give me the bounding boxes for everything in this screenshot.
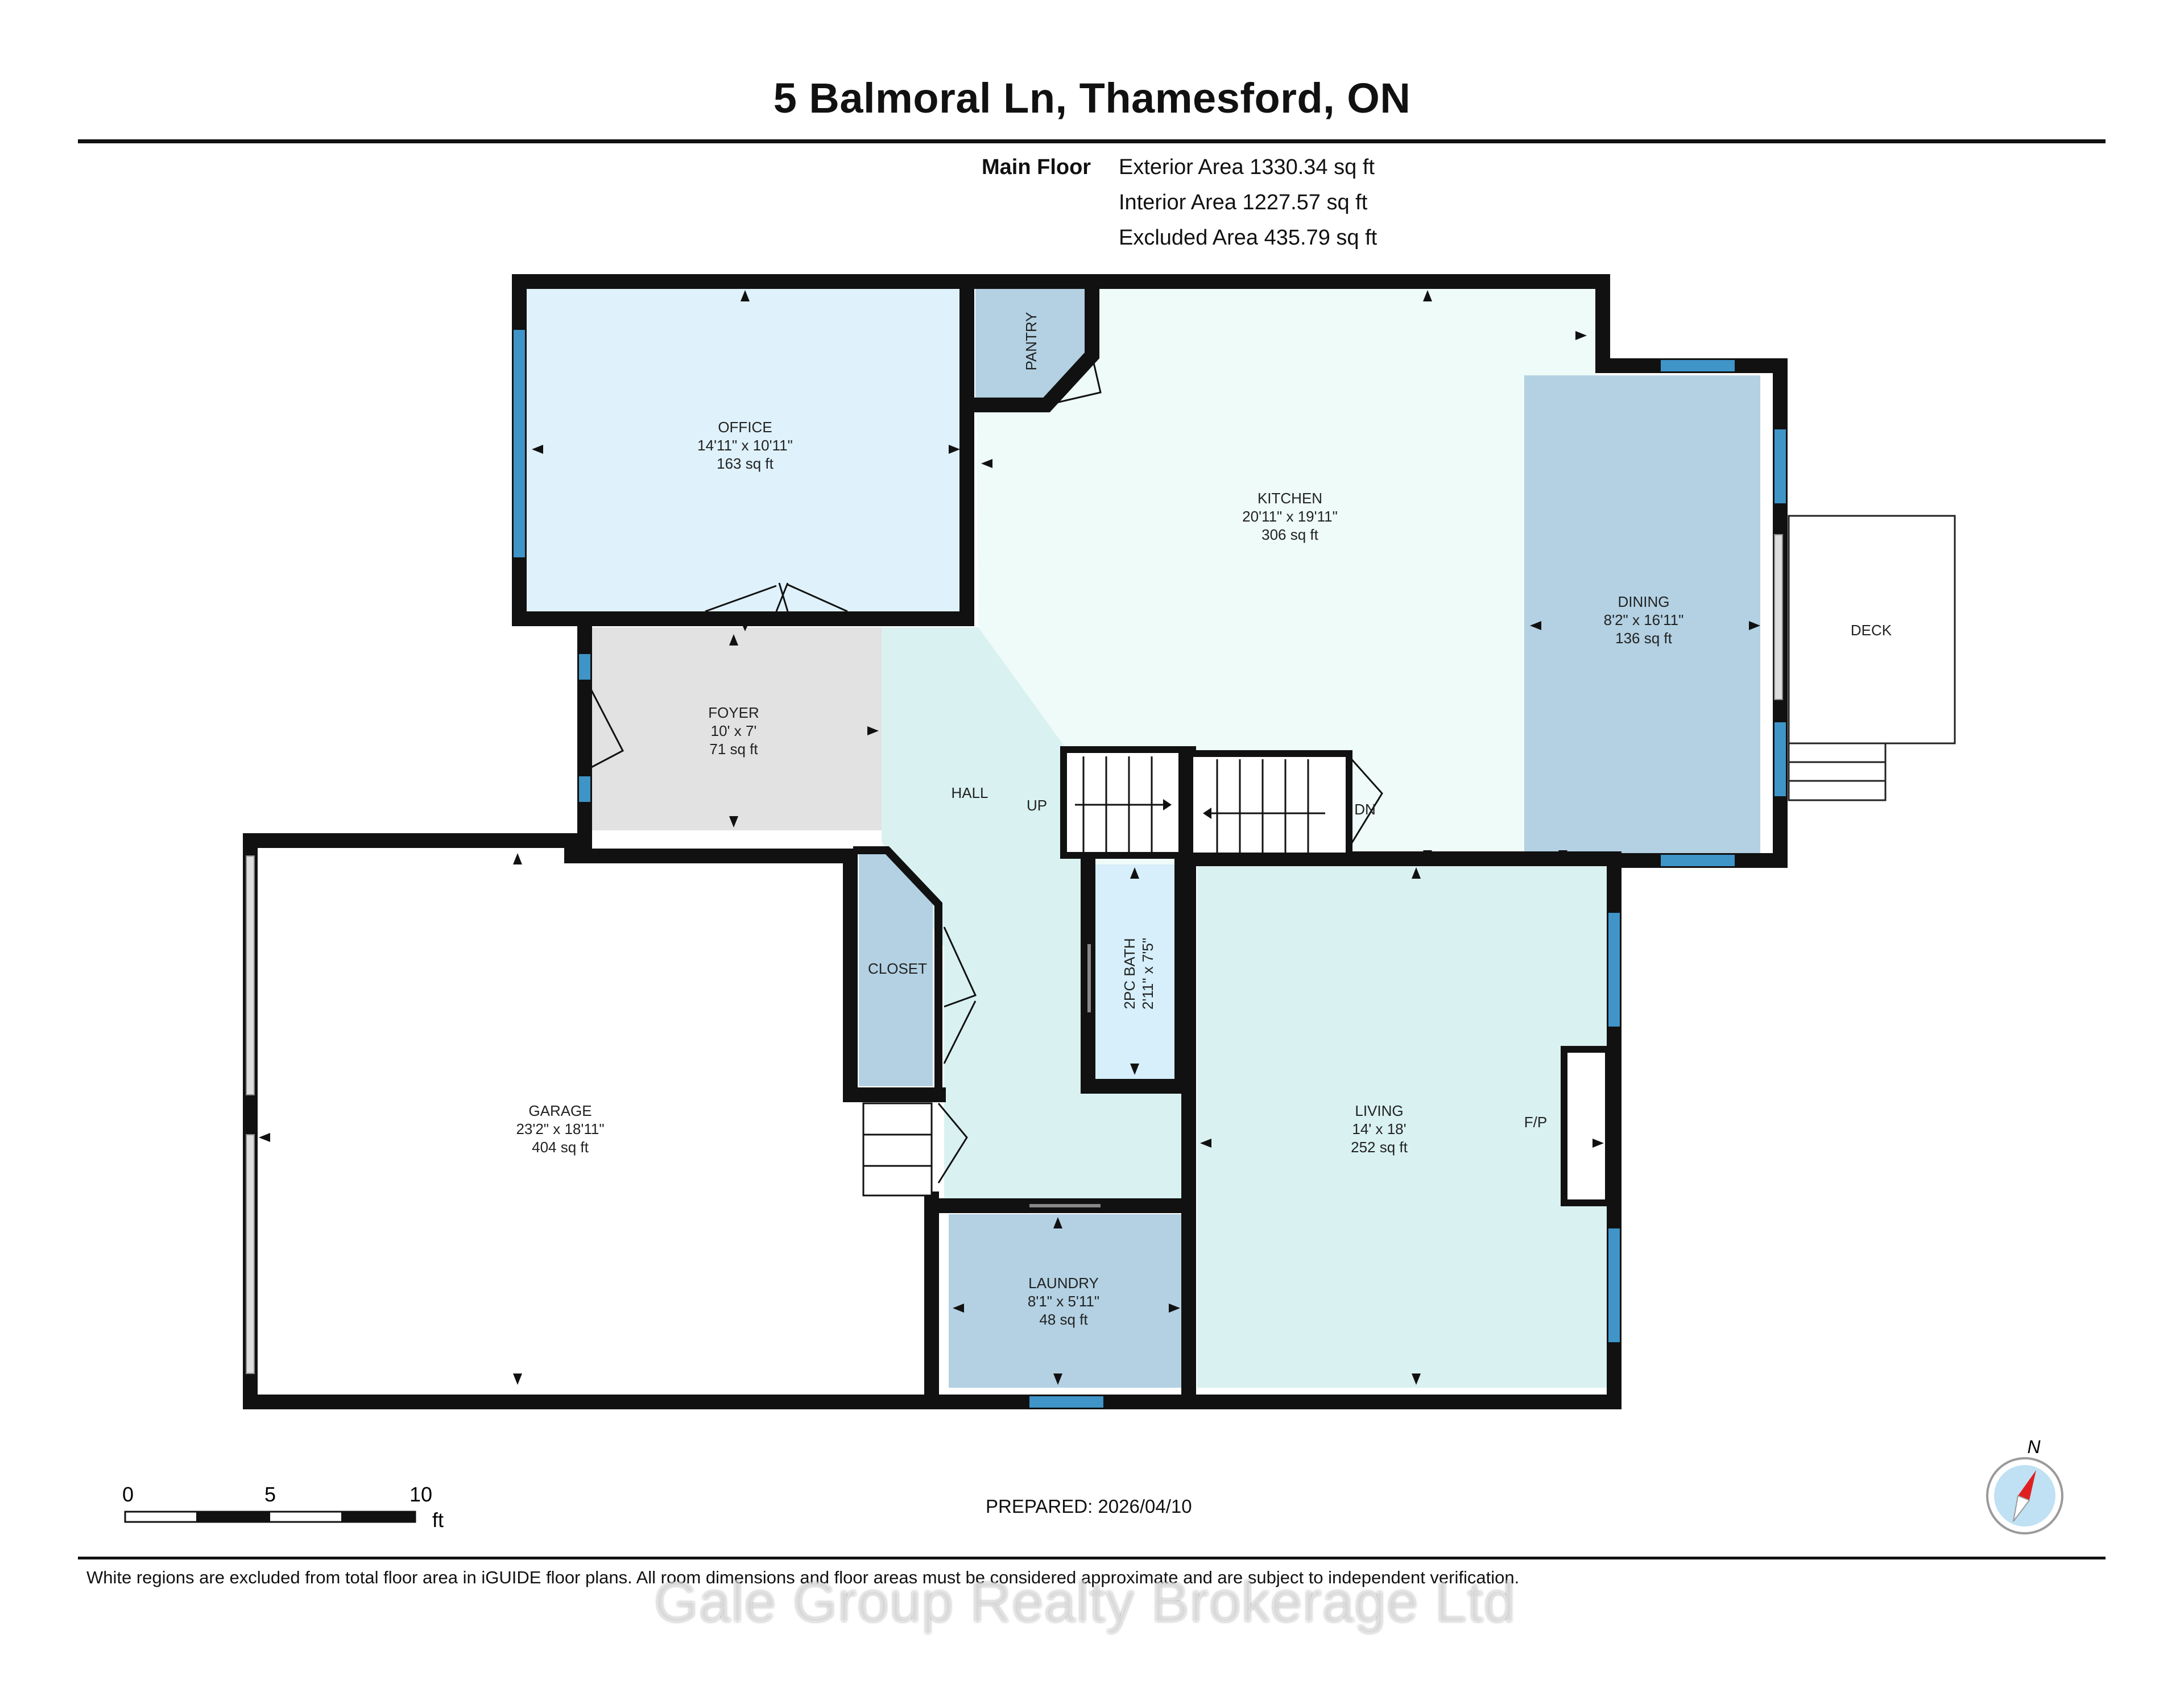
exterior-area: Exterior Area 1330.34 sq ft <box>1119 155 1375 179</box>
deck-name: DECK <box>1851 622 1892 639</box>
kitchen-dims: 20'11" x 19'11" <box>1242 508 1338 525</box>
dining-area: 136 sq ft <box>1615 630 1673 647</box>
fireplace-label: F/P <box>1524 1114 1547 1131</box>
pantry-fill <box>975 288 1092 405</box>
pantry-name: PANTRY <box>1023 312 1040 370</box>
office-fill <box>526 288 961 611</box>
windows <box>514 330 1786 1408</box>
garage-steps <box>862 1102 933 1197</box>
kitchen-area: 306 sq ft <box>1261 526 1319 543</box>
garage-fill <box>256 847 919 1388</box>
living-fill <box>1197 864 1607 1388</box>
office-dims: 14'11" x 10'11" <box>697 437 793 454</box>
floor-name: Main Floor <box>982 155 1091 179</box>
laundry-area: 48 sq ft <box>1039 1311 1088 1328</box>
compass-north-label: N <box>2027 1437 2041 1457</box>
bath-name: 2PC BATH <box>1121 938 1138 1009</box>
office-area: 163 sq ft <box>717 455 774 472</box>
bath-dims: 2'11" x 7'5" <box>1139 938 1156 1010</box>
garage-name: GARAGE <box>528 1102 592 1119</box>
foyer-area: 71 sq ft <box>709 740 758 758</box>
laundry-name: LAUNDRY <box>1028 1275 1099 1292</box>
interior-area: Interior Area 1227.57 sq ft <box>1119 191 1368 214</box>
deck-outline <box>1788 515 1956 744</box>
scale-tick-0: 0 <box>122 1483 134 1506</box>
hall-name: HALL <box>951 784 988 801</box>
dining-fill <box>1524 375 1760 864</box>
living-area: 252 sq ft <box>1351 1139 1408 1156</box>
kitchen-name: KITCHEN <box>1258 490 1322 507</box>
living-name: LIVING <box>1355 1102 1403 1119</box>
deck-steps <box>1788 742 1887 801</box>
stairs-down <box>1186 750 1352 859</box>
page-title: 5 Balmoral Ln, Thamesford, ON <box>773 75 1411 122</box>
foyer-name: FOYER <box>708 704 759 721</box>
garage-dims: 23'2" x 18'11" <box>516 1120 604 1137</box>
stairs-up <box>1060 746 1185 859</box>
laundry-fill <box>949 1214 1182 1388</box>
watermark-text: Gale Group Realty Brokerage Ltd <box>654 1570 1516 1634</box>
excluded-area: Excluded Area 435.79 sq ft <box>1119 226 1378 250</box>
foyer-fill <box>585 627 882 830</box>
foyer-dims: 10' x 7' <box>711 722 757 739</box>
garage-area: 404 sq ft <box>532 1139 589 1156</box>
dining-dims: 8'2" x 16'11" <box>1604 611 1684 628</box>
hall-fill <box>882 627 1182 1203</box>
garage-door <box>246 1134 255 1374</box>
scale-unit: ft <box>432 1508 444 1532</box>
dining-name: DINING <box>1618 593 1670 610</box>
doors <box>589 355 1383 1207</box>
disclaimer-text: White regions are excluded from total fl… <box>86 1567 1520 1587</box>
dimension-arrows <box>259 290 1760 1385</box>
prepared-date: PREPARED: 2026/04/10 <box>986 1496 1192 1517</box>
kitchen-fill <box>975 288 1595 864</box>
scale-bar: 0 5 10 ft <box>122 1483 444 1532</box>
scale-tick-10: 10 <box>410 1483 432 1506</box>
office-name: OFFICE <box>718 419 772 436</box>
bottom-rule <box>78 1557 2106 1559</box>
scale-tick-5: 5 <box>264 1483 276 1506</box>
stairs-up-label: UP <box>1027 797 1047 814</box>
top-rule <box>78 139 2106 143</box>
closet-name: CLOSET <box>868 960 927 977</box>
north-compass-icon: N <box>1986 1437 2063 1534</box>
living-dims: 14' x 18' <box>1352 1120 1406 1137</box>
dining-door <box>1774 534 1783 700</box>
closet-fill <box>859 853 933 1086</box>
laundry-dims: 8'1" x 5'11" <box>1028 1293 1099 1310</box>
bath-fill <box>1093 864 1177 1079</box>
stairs-down-label: DN <box>1354 801 1376 818</box>
garage-door <box>246 855 255 1095</box>
fireplace <box>1561 1046 1612 1206</box>
closet-wall <box>853 846 942 1095</box>
